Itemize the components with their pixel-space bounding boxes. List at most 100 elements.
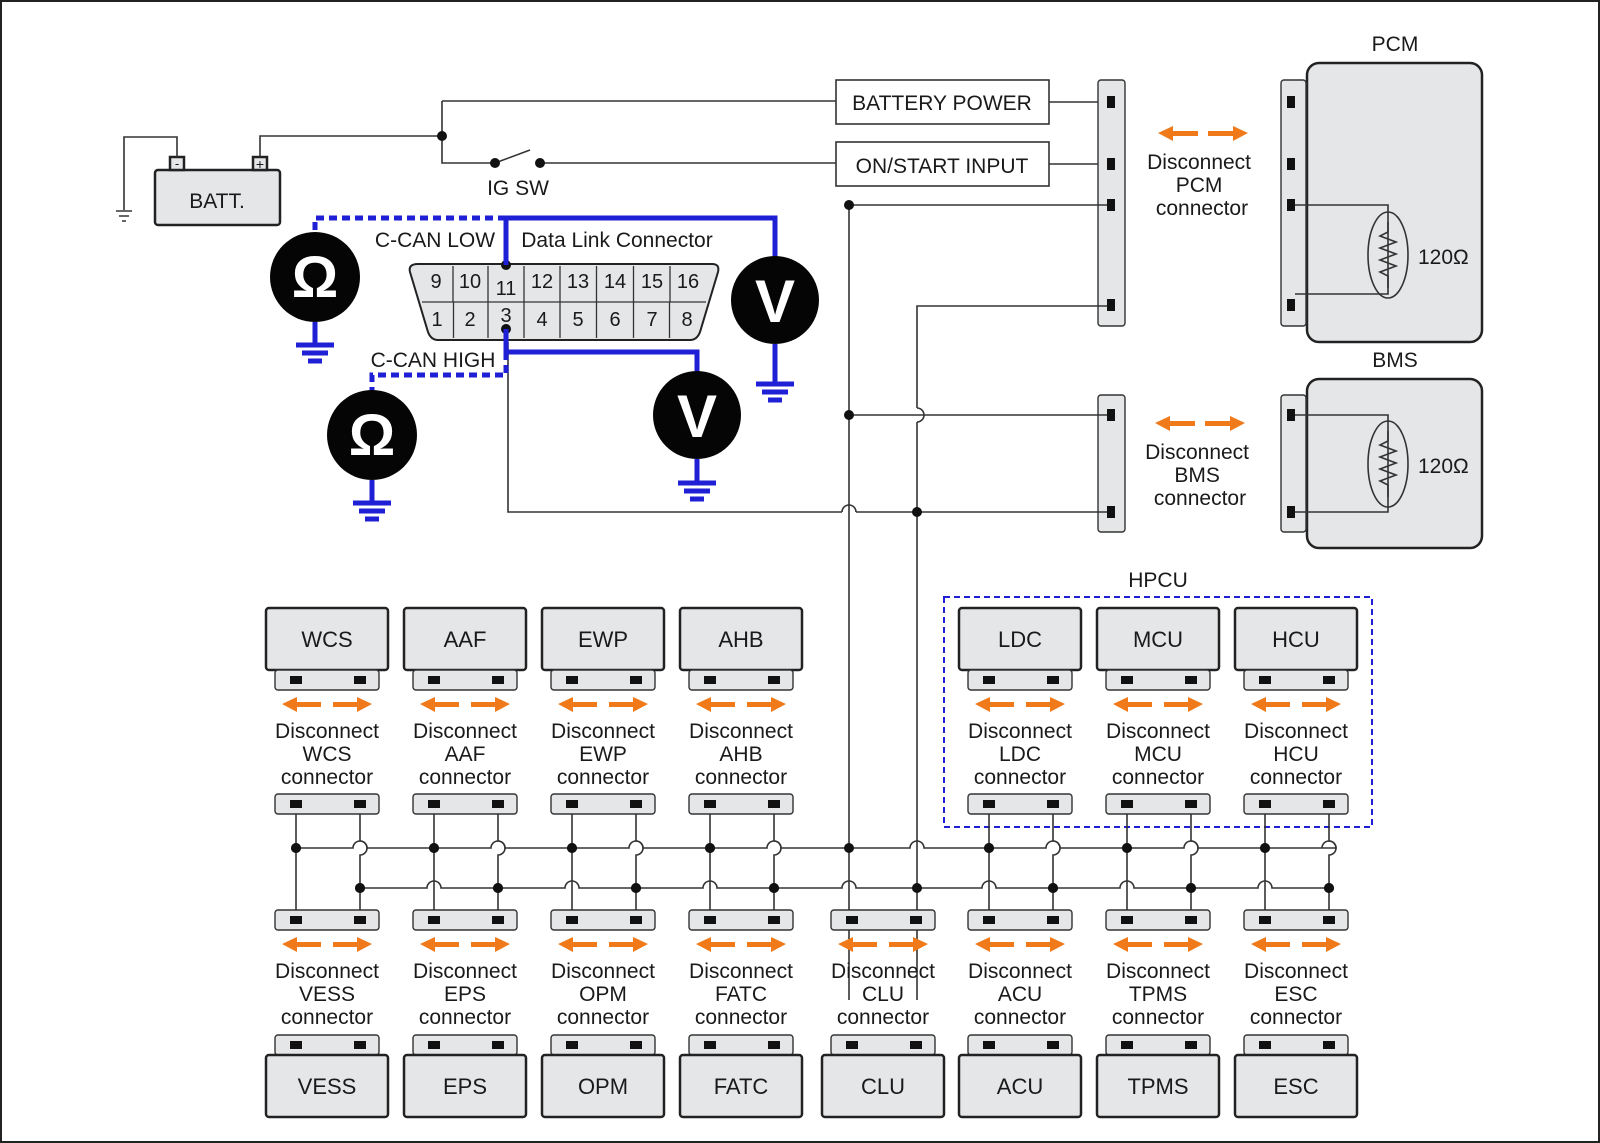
module-name: MCU	[1133, 627, 1183, 652]
ohmmeter-can-low: Ω	[270, 232, 360, 364]
svg-text:BATTERY POWER: BATTERY POWER	[852, 92, 1032, 115]
dlc-pin: 8	[681, 309, 692, 331]
disconnect-label: Disconnect	[968, 960, 1072, 983]
disconnect-label: Disconnect	[275, 960, 379, 983]
disconnect-label: LDC	[999, 743, 1041, 766]
pcm-module: 120Ω	[1280, 61, 1484, 344]
harness-connector	[1105, 793, 1211, 815]
disconnect-label: Disconnect	[1106, 960, 1210, 983]
battery-body	[153, 168, 282, 227]
module-name: FATC	[714, 1074, 769, 1099]
module-name: AAF	[444, 627, 487, 652]
dlc-pin: 14	[604, 271, 626, 293]
hpcu-group-border	[943, 596, 1373, 828]
dlc-pin: 1	[431, 309, 442, 331]
disconnect-label: Disconnect	[1106, 720, 1210, 743]
harness-connector	[412, 909, 518, 931]
voltmeter-can-low: V	[731, 256, 819, 403]
ig-switch-label: IG SW	[487, 177, 549, 200]
disconnect-bms-arrow	[1155, 416, 1245, 431]
disconnect-arrow	[975, 937, 1065, 952]
disconnect-label: AHB	[719, 743, 762, 766]
dlc-pin: 9	[430, 271, 441, 293]
disconnect-arrow	[558, 937, 648, 952]
pcm-resistor-label: 120Ω	[1418, 246, 1469, 269]
disconnect-label: connector	[1112, 1006, 1204, 1029]
dlc-pin: 4	[536, 309, 547, 331]
disconnect-label: Disconnect	[689, 960, 793, 983]
disconnect-label: EPS	[444, 983, 486, 1006]
disconnect-label: Disconnect	[1244, 720, 1348, 743]
harness-connector	[688, 793, 794, 815]
disconnect-arrow	[420, 697, 510, 712]
dlc-pin: 7	[646, 309, 657, 331]
harness-connector	[1243, 793, 1349, 815]
disconnect-arrow	[282, 697, 372, 712]
on-start-input: ON/START INPUT	[835, 141, 1050, 187]
module-name: OPM	[578, 1074, 628, 1099]
module-name: WCS	[301, 627, 352, 652]
disconnect-label: HCU	[1273, 743, 1319, 766]
dlc-pin: 6	[609, 309, 620, 331]
volt-symbol: V	[677, 383, 717, 450]
pcm-harness-connector	[1097, 79, 1126, 327]
battery: - + BATT.	[153, 155, 282, 227]
disconnect-label: Disconnect	[275, 720, 379, 743]
bms-resistor-label: 120Ω	[1418, 455, 1469, 478]
top-module-row: WCSDisconnectWCSconnectorAAFDisconnectAA…	[264, 606, 1359, 815]
bottom-module-row: DisconnectVESSconnectorVESSDisconnectEPS…	[264, 909, 1359, 1119]
bms-title: BMS	[1372, 349, 1418, 372]
disconnect-label: connector	[974, 1006, 1066, 1029]
measurement-probes	[312, 215, 778, 392]
can-low-label: C-CAN LOW	[375, 229, 495, 252]
disconnect-label: Disconnect	[413, 960, 517, 983]
disconnect-arrow	[1251, 697, 1341, 712]
disconnect-arrow	[975, 697, 1065, 712]
dlc-pin: 2	[464, 309, 475, 331]
disconnect-label: EWP	[579, 743, 627, 766]
disconnect-arrow	[1113, 937, 1203, 952]
disconnect-label: Disconnect	[831, 960, 935, 983]
ohm-symbol: Ω	[292, 245, 339, 310]
disconnect-label: connector	[837, 1006, 929, 1029]
disconnect-label: Disconnect	[413, 720, 517, 743]
module-name: ACU	[997, 1074, 1043, 1099]
disconnect-arrow	[282, 937, 372, 952]
disconnect-label: connector	[1112, 766, 1204, 789]
disconnect-label: ACU	[998, 983, 1042, 1006]
pcm-title: PCM	[1372, 33, 1419, 56]
disconnect-pcm-arrow	[1158, 126, 1248, 141]
harness-connector	[1243, 909, 1349, 931]
bms-module: 120Ω	[1280, 377, 1484, 550]
battery-negative-sign: -	[175, 156, 179, 171]
svg-text:ON/START INPUT: ON/START INPUT	[856, 155, 1029, 178]
dlc-pin: 12	[531, 271, 553, 293]
disconnect-label: connector	[695, 766, 787, 789]
disconnect-arrow	[1251, 937, 1341, 952]
module-can-bus	[291, 804, 1337, 910]
disconnect-label: OPM	[579, 983, 627, 1006]
dlc-pin: 3	[500, 305, 511, 327]
disconnect-label: connector	[557, 766, 649, 789]
disconnect-label: connector	[1250, 1006, 1342, 1029]
disconnect-label: connector	[1250, 766, 1342, 789]
harness-connector	[412, 793, 518, 815]
disconnect-label: TPMS	[1129, 983, 1187, 1006]
dlc-pin: 15	[641, 271, 663, 293]
module-name: EPS	[443, 1074, 487, 1099]
module-name: EWP	[578, 627, 628, 652]
disconnect-label: connector	[974, 766, 1066, 789]
can-backbone-wiring	[507, 200, 1107, 1000]
volt-symbol: V	[755, 268, 795, 335]
